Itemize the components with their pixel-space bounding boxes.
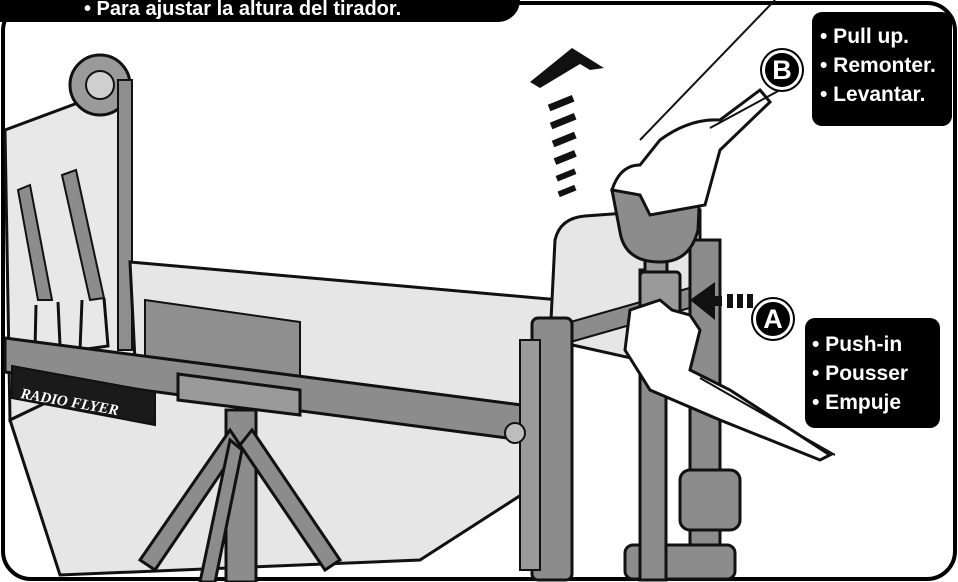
pull-up-arrow [530, 48, 604, 197]
step-b-line-en: • Pull up. [820, 22, 952, 51]
step-a-line-en: • Push-in [812, 330, 940, 359]
step-a-callout: • Push-in • Pousser • Empuje [805, 318, 940, 428]
step-a-line-fr: • Pousser [812, 359, 940, 388]
step-a-line-es: • Empuje [812, 388, 940, 417]
instruction-banner: • Para ajustar la altura del tirador. [0, 0, 520, 22]
step-b-callout: • Pull up. • Remonter. • Levantar. [812, 12, 952, 126]
step-b-line-es: • Levantar. [820, 80, 952, 109]
step-b-line-fr: • Remonter. [820, 51, 952, 80]
step-a-badge: A [753, 299, 793, 339]
rear-post [118, 80, 132, 350]
bar-bolt [505, 423, 525, 443]
step-b-badge: B [762, 50, 802, 90]
instruction-banner-text: • Para ajustar la altura del tirador. [84, 0, 520, 20]
